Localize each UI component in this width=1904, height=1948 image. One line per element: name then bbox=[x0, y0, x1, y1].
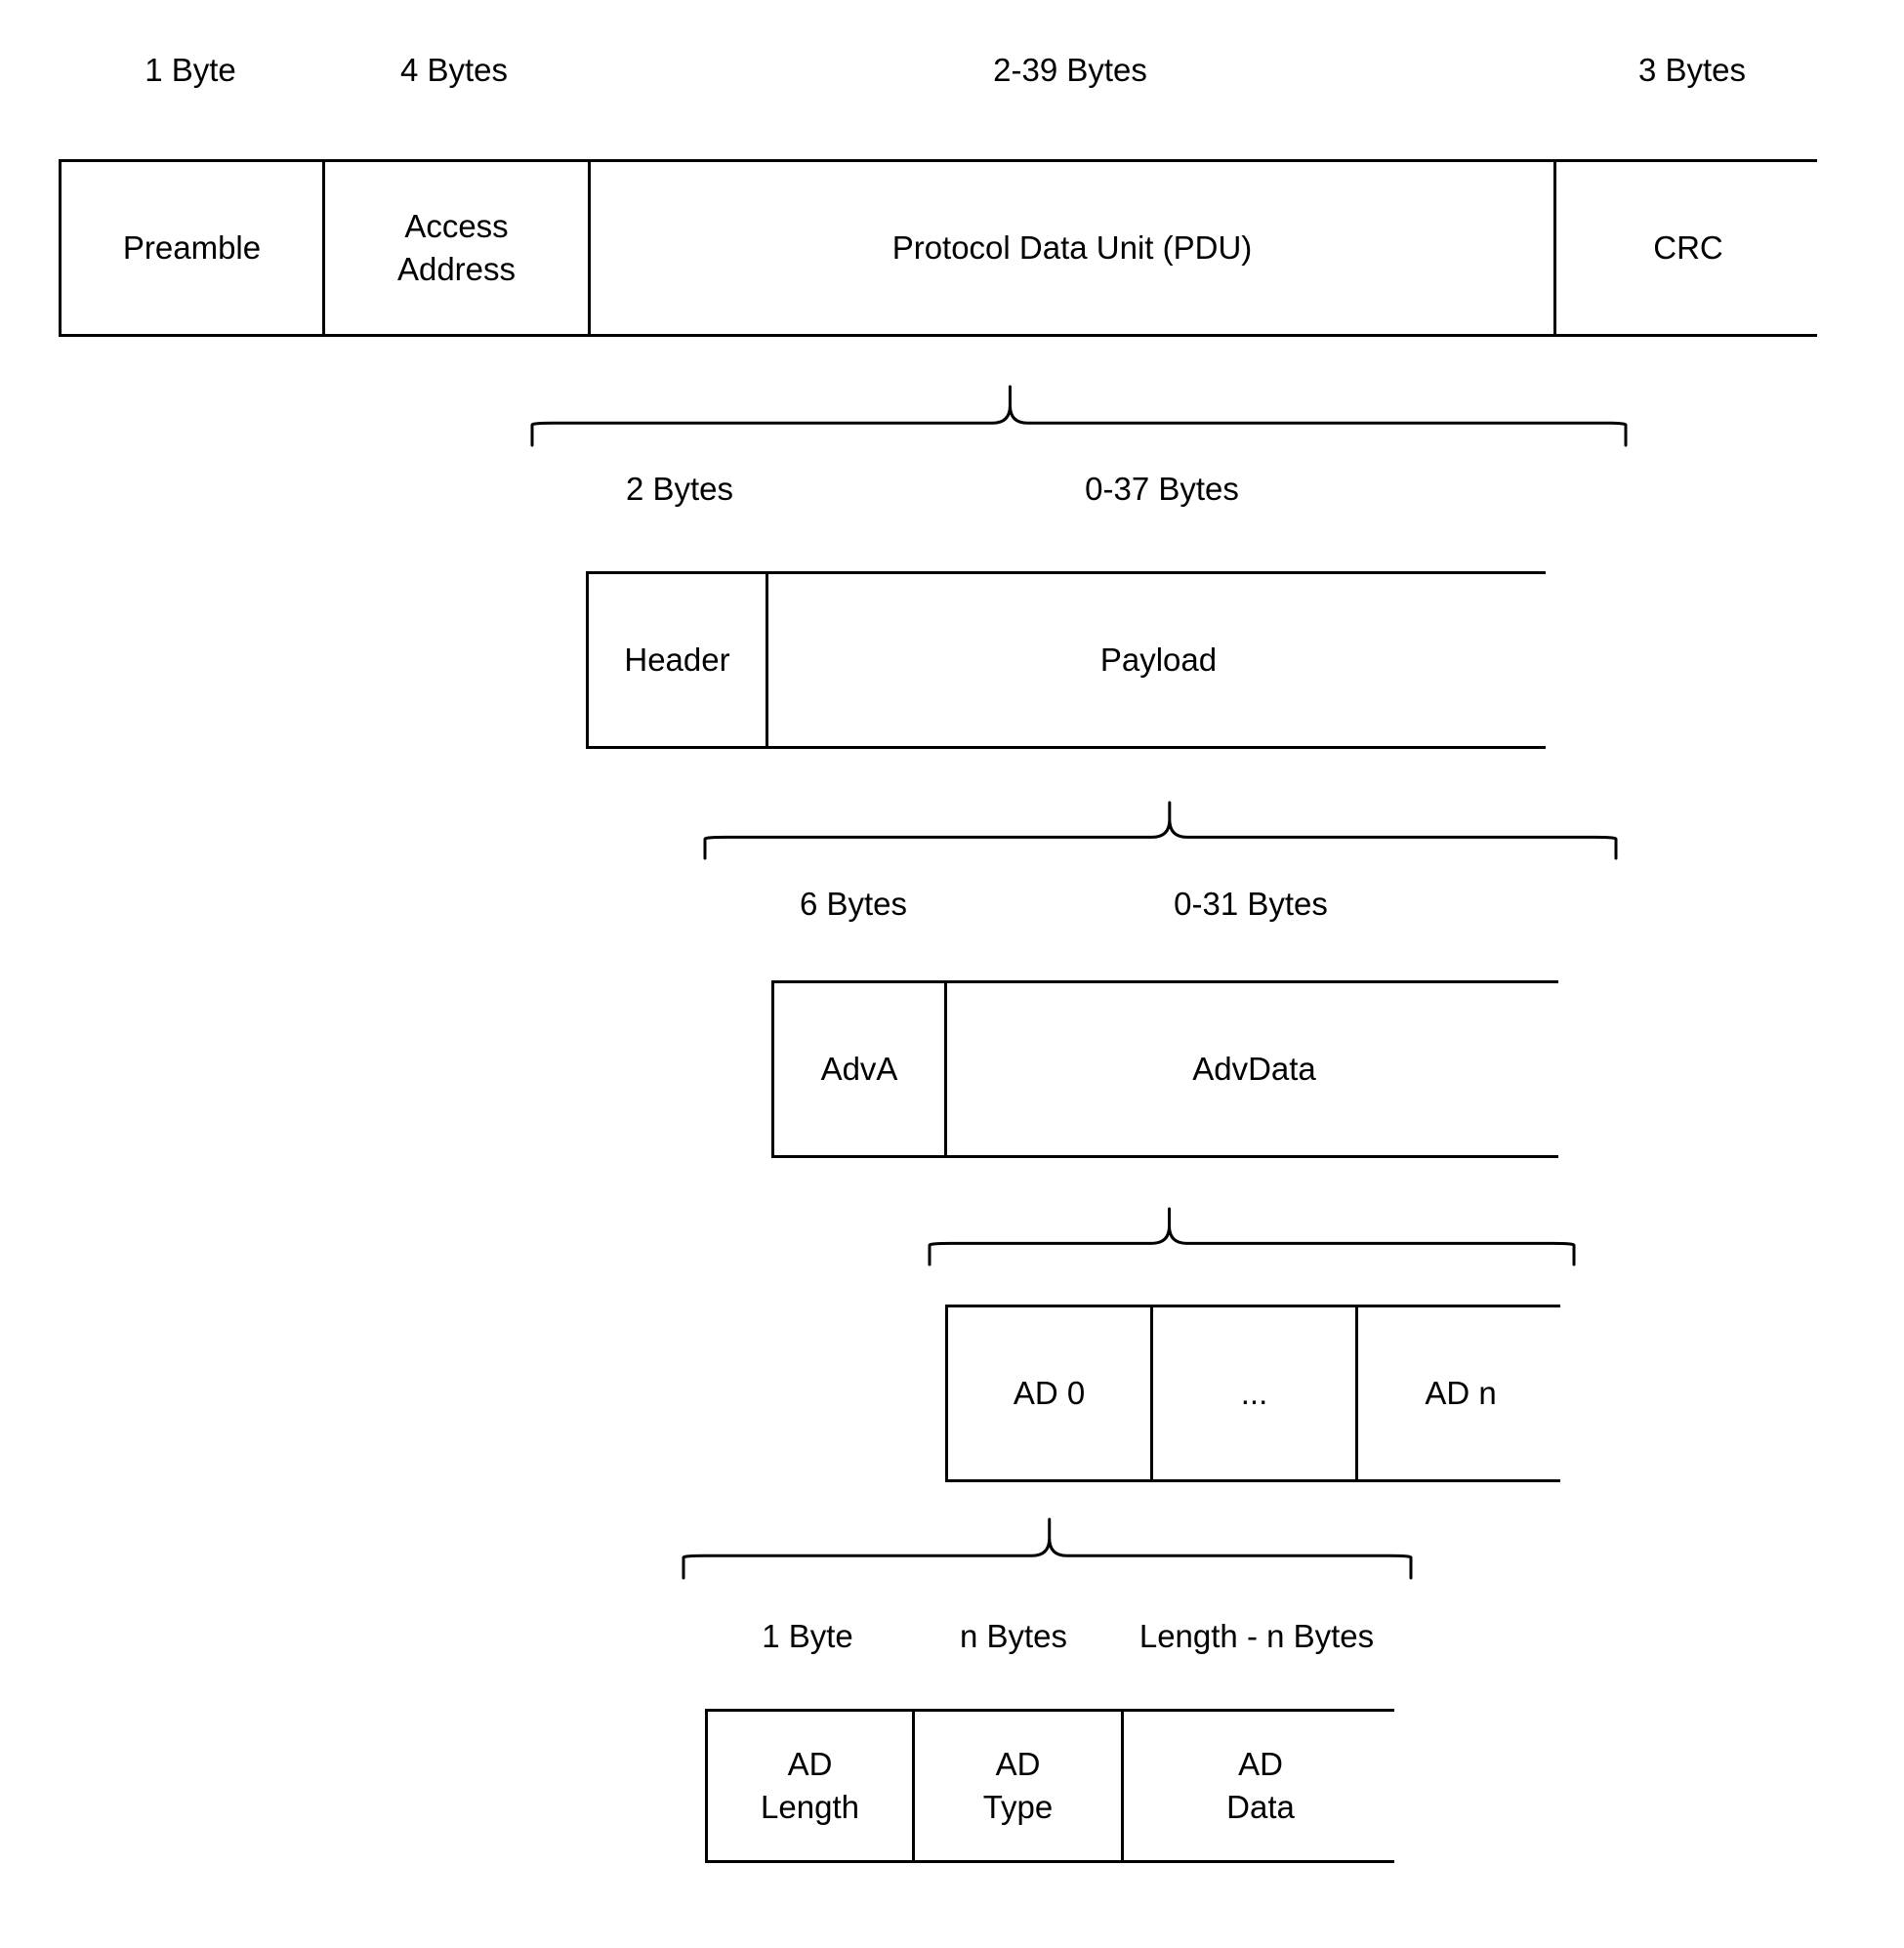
field-cell-ad-n: AD n bbox=[1358, 1307, 1563, 1479]
brace-payload bbox=[703, 801, 1618, 860]
field-cell-ad-ellipsis: ... bbox=[1153, 1307, 1358, 1479]
field-cell-header: Header bbox=[589, 574, 768, 746]
size-label-payload-0: 6 Bytes bbox=[799, 886, 908, 922]
size-label-pdu-1: 0-37 Bytes bbox=[1085, 471, 1239, 507]
brace-pdu bbox=[530, 385, 1628, 447]
size-label-packet-3: 3 Bytes bbox=[1637, 52, 1747, 88]
field-cell-crc: CRC bbox=[1556, 162, 1820, 334]
brace-advdata bbox=[928, 1207, 1576, 1266]
brace-path-ad bbox=[682, 1517, 1413, 1580]
field-cell-ad-data: AD Data bbox=[1124, 1712, 1397, 1860]
field-cell-access-address: Access Address bbox=[325, 162, 591, 334]
brace-path-payload bbox=[703, 801, 1618, 860]
brace-svg-ad bbox=[682, 1517, 1413, 1580]
brace-svg-advdata bbox=[928, 1207, 1576, 1266]
size-label-ad-1: n Bytes bbox=[959, 1618, 1068, 1654]
brace-ad bbox=[682, 1517, 1413, 1580]
field-cell-ad-0: AD 0 bbox=[948, 1307, 1153, 1479]
brace-path-pdu bbox=[530, 385, 1628, 447]
field-cell-payload: Payload bbox=[768, 574, 1549, 746]
brace-svg-payload bbox=[703, 801, 1618, 860]
brace-path-advdata bbox=[928, 1207, 1576, 1266]
size-label-packet-1: 4 Bytes bbox=[399, 52, 509, 88]
size-label-ad-2: Length - n Bytes bbox=[1138, 1618, 1375, 1654]
brace-svg-pdu bbox=[530, 385, 1628, 447]
field-cell-pdu: Protocol Data Unit (PDU) bbox=[591, 162, 1556, 334]
field-cell-adva: AdvA bbox=[774, 983, 947, 1155]
field-cell-ad-length: AD Length bbox=[708, 1712, 915, 1860]
size-label-ad-0: 1 Byte bbox=[762, 1618, 853, 1654]
size-label-payload-1: 0-31 Bytes bbox=[1174, 886, 1328, 922]
size-label-packet-2: 2-39 Bytes bbox=[993, 52, 1147, 88]
field-row-advdata: AD 0...AD n bbox=[945, 1305, 1563, 1482]
size-label-packet-0: 1 Byte bbox=[145, 52, 236, 88]
field-cell-preamble: Preamble bbox=[62, 162, 325, 334]
field-cell-ad-type: AD Type bbox=[915, 1712, 1124, 1860]
field-cell-advdata: AdvData bbox=[947, 983, 1561, 1155]
size-label-pdu-0: 2 Bytes bbox=[625, 471, 734, 507]
